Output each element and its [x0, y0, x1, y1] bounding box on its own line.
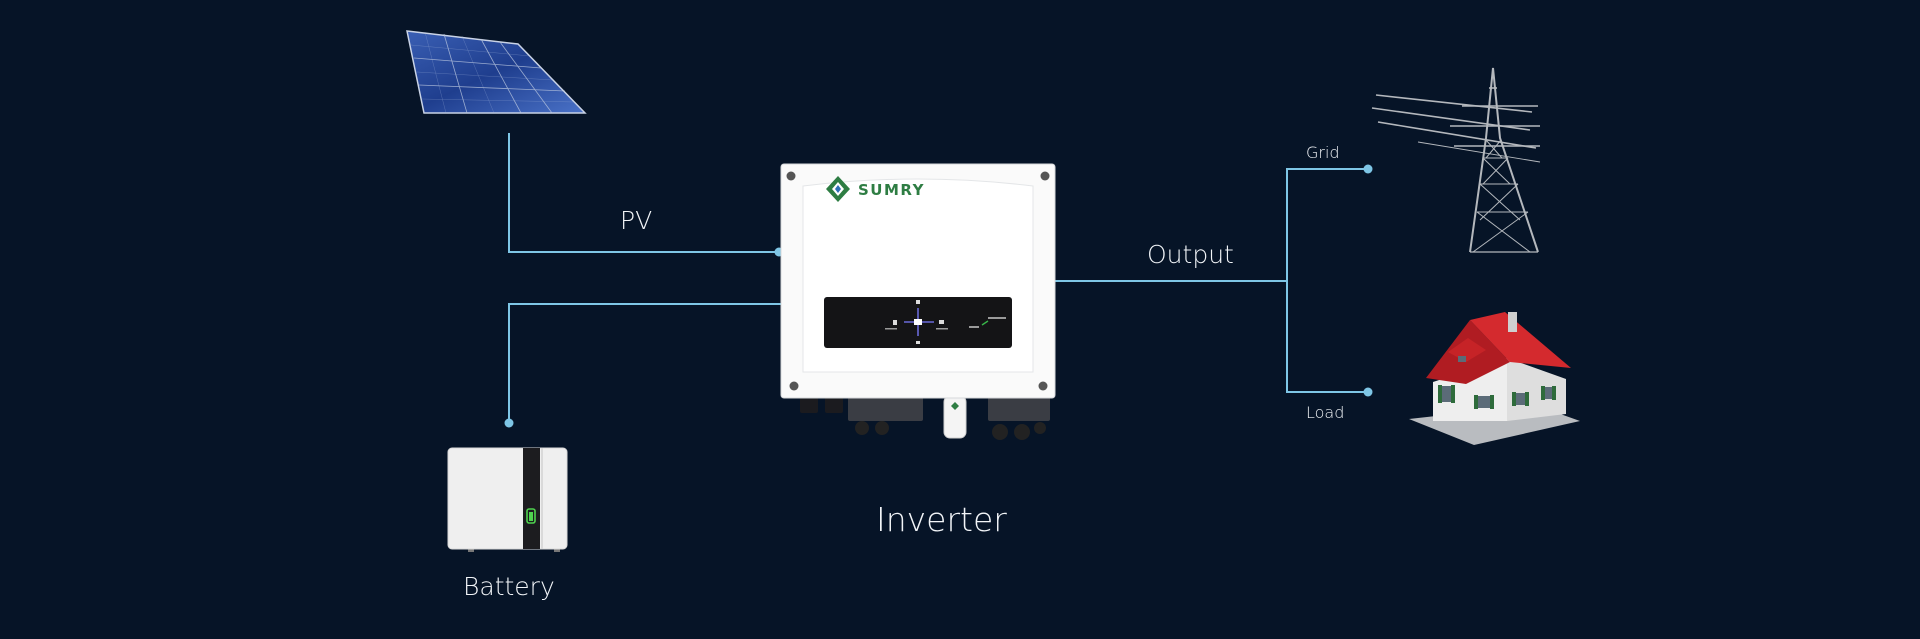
grid-endpoint	[1363, 164, 1373, 174]
grid-connector	[1286, 168, 1368, 393]
brand-logo-icon	[826, 176, 850, 202]
output-label: Output	[1147, 240, 1234, 269]
battery-icon	[447, 447, 568, 552]
brand-name: SUMRY	[858, 181, 926, 199]
house-icon	[1409, 312, 1580, 445]
battery-endpoint	[504, 418, 514, 428]
inverter-icon	[780, 163, 1056, 440]
pv-connector	[508, 133, 779, 253]
battery-connector	[508, 303, 783, 423]
solar-panel-icon	[406, 30, 587, 114]
power-tower-icon	[1371, 67, 1541, 253]
load-endpoint	[1363, 387, 1373, 397]
pv-label: PV	[620, 206, 653, 235]
grid-label: Grid	[1306, 143, 1340, 162]
battery-label: Battery	[463, 572, 555, 601]
connectors	[508, 133, 1368, 423]
inverter-label: Inverter	[876, 500, 1007, 539]
load-label: Load	[1306, 403, 1345, 422]
